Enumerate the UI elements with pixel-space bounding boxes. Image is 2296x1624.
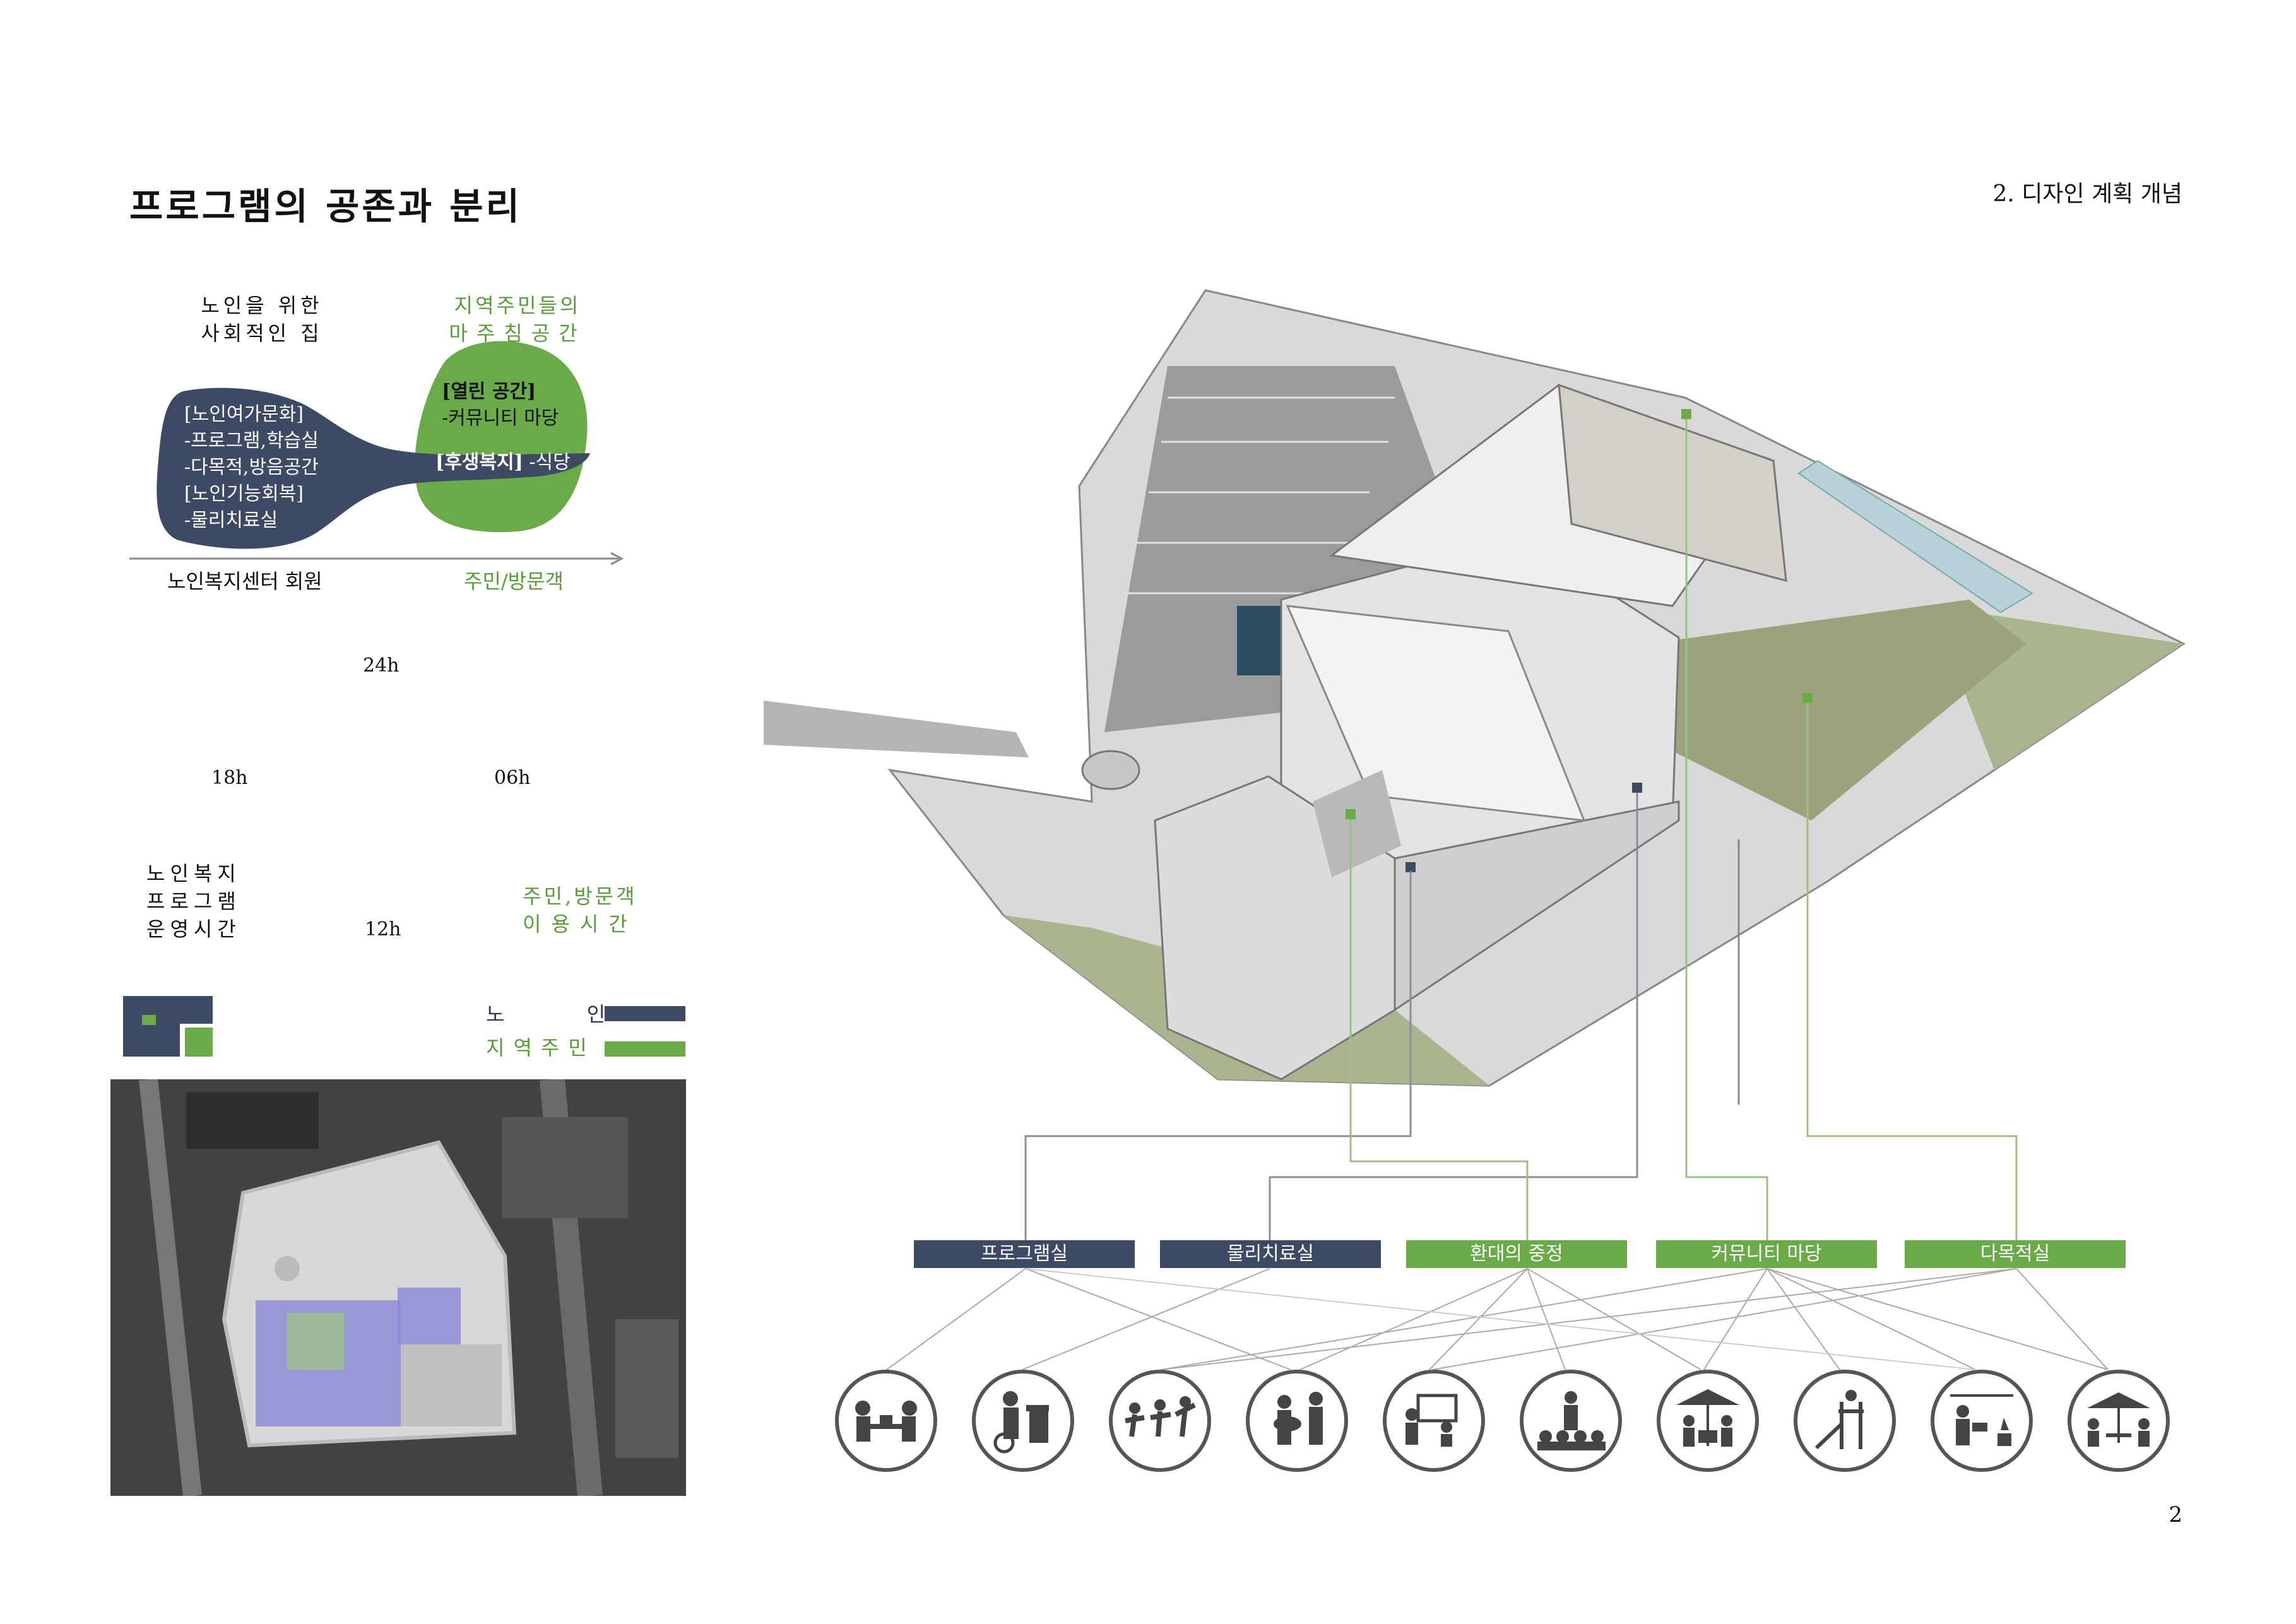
section-label: 2. 디자인 계획 개념 (1992, 181, 2182, 207)
resident-zone-items: [열린 공간] -커뮤니티 마당 (442, 379, 559, 432)
marker-community-yard (1681, 409, 1691, 419)
program-bar-multipurpose: 다목적실 (1905, 1240, 2126, 1268)
legend-elder-label: 노 인 (486, 1002, 644, 1026)
page-number: 2 (2169, 1502, 2182, 1527)
elder-time-line: 운영시간 (146, 917, 241, 941)
presentation-icon (1383, 1370, 1485, 1472)
resident-zone-blob (415, 341, 588, 533)
resident-caption-line-1: 지역주민들의 (454, 293, 581, 317)
shared-item-label: [후생복지] (435, 451, 523, 473)
shared-item-value: -식당 (529, 451, 571, 473)
resident-time-line: 주민,방문객 (523, 884, 637, 908)
resident-zone-caption: 지역주민들의 마주침공간 (442, 292, 593, 347)
elder-time-line: 노인복지 (146, 862, 241, 886)
elder-item: [노인여가문화] (184, 403, 304, 425)
shared-zone-item: [후생복지] -식당 (435, 449, 571, 476)
cooking-icon (972, 1370, 1074, 1472)
aerial-site-photo (110, 1079, 686, 1496)
legend-resident-label: 지역주민 (486, 1036, 596, 1060)
marker-program-room (1405, 862, 1416, 872)
zone-diagram (129, 341, 624, 566)
gardening-icon (1931, 1370, 2033, 1472)
program-bar-program-room: 프로그램실 (914, 1240, 1135, 1268)
page-title: 프로그램의 공존과 분리 (129, 185, 522, 228)
clock-label-24h: 24h (363, 655, 399, 677)
resident-time-line: 이용시간 (523, 912, 637, 936)
elder-item: -프로그램,학습실 (184, 430, 319, 452)
elder-item: -물리치료실 (184, 509, 278, 531)
market-icon (1657, 1370, 1759, 1472)
resident-item: -커뮤니티 마당 (442, 407, 559, 429)
playground-icon (1794, 1370, 1896, 1472)
elder-zone-blob (157, 388, 591, 549)
exercise-icon (1109, 1370, 1211, 1472)
outdoor-cafe-icon (2068, 1370, 2170, 1472)
program-bar-courtyard: 환대의 중정 (1406, 1240, 1627, 1268)
clock-label-06h: 06h (494, 767, 531, 789)
axis-left-label: 노인복지센터 회원 (167, 569, 323, 593)
elder-zone-caption: 노인을 위한 사회적인 집 (180, 292, 344, 347)
marker-courtyard (1346, 809, 1356, 819)
elder-item: -다목적,방음공간 (184, 456, 319, 478)
clock-label-18h: 18h (211, 767, 248, 789)
building-axonometric (764, 289, 2186, 1105)
elder-time-line: 프로그램 (146, 889, 241, 913)
legend-elder-swatch (605, 1006, 685, 1021)
clock-label-12h: 12h (365, 918, 401, 940)
resident-caption-line-2: 마주침공간 (449, 321, 586, 345)
elder-caption-line-2: 사회적인 집 (201, 321, 323, 345)
resident-item: [열린 공간] (442, 381, 536, 403)
elder-item: [노인기능회복] (184, 483, 304, 505)
elder-time-caption: 노인복지 프로그램 운영시간 (146, 860, 241, 943)
program-bar-community-yard: 커뮤니티 마당 (1656, 1240, 1877, 1268)
elder-zone-items: [노인여가문화] -프로그램,학습실 -다목적,방음공간 [노인기능회복] -물… (184, 401, 319, 534)
marker-multipurpose (1802, 693, 1813, 703)
axis-right-label: 주민/방문객 (464, 569, 564, 593)
meeting-icon (835, 1370, 937, 1472)
legend-resident-swatch (605, 1041, 685, 1057)
elder-caption-line-1: 노인을 위한 (201, 293, 323, 317)
program-bar-physio-room: 물리치료실 (1160, 1240, 1381, 1268)
lecture-icon (1520, 1370, 1622, 1472)
legend-emblem (123, 996, 213, 1057)
marker-physio (1632, 783, 1642, 793)
music-icon (1246, 1370, 1348, 1472)
resident-time-caption: 주민,방문객 이용시간 (523, 882, 637, 938)
